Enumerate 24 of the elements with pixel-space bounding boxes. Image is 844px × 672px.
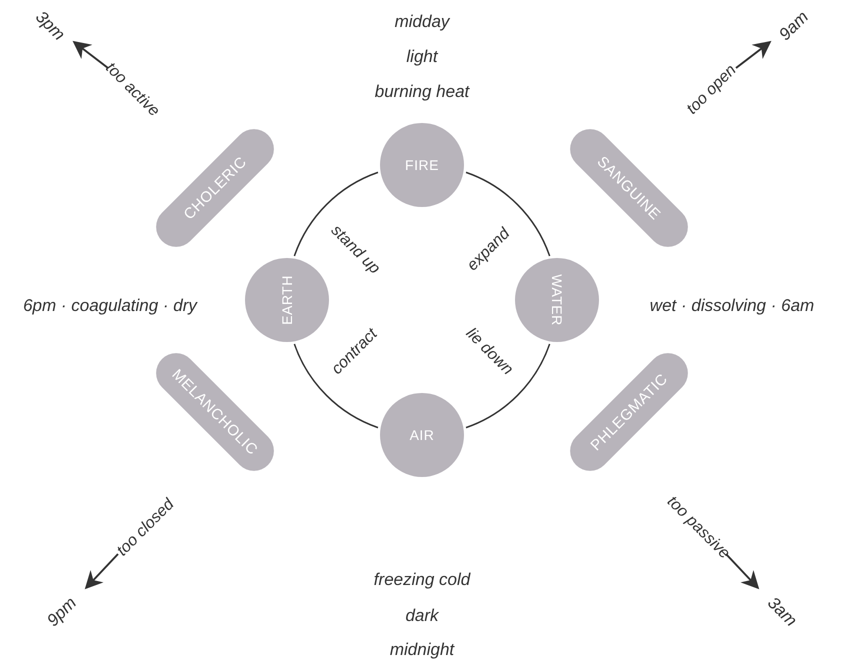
time-label: 9pm [43,593,81,631]
circle-arc [294,172,378,256]
note-text: wet · dissolving · 6am [650,296,814,316]
note-text: freezing cold [374,570,470,590]
note-text: midnight [390,640,454,660]
arrow [735,40,772,69]
note-text: midday [394,12,450,32]
circle-arc [294,344,378,428]
time-label: 3am [763,593,801,631]
note-text: 6pm · coagulating · dry [23,296,197,316]
time-label: 3pm [31,7,69,45]
element-circle: FIRE [380,123,464,207]
circle-arc [466,344,550,428]
circle-arc [466,172,550,256]
time-label: 9am [775,7,813,45]
element-circle: EARTH [245,258,329,342]
arrow [725,553,760,590]
note-text: light [406,47,438,67]
arrow [72,40,109,69]
element-circle: WATER [515,258,599,342]
arrow [84,553,119,590]
note-text: dark [405,606,439,626]
note-text: burning heat [374,82,470,102]
element-circle: AIR [380,393,464,477]
